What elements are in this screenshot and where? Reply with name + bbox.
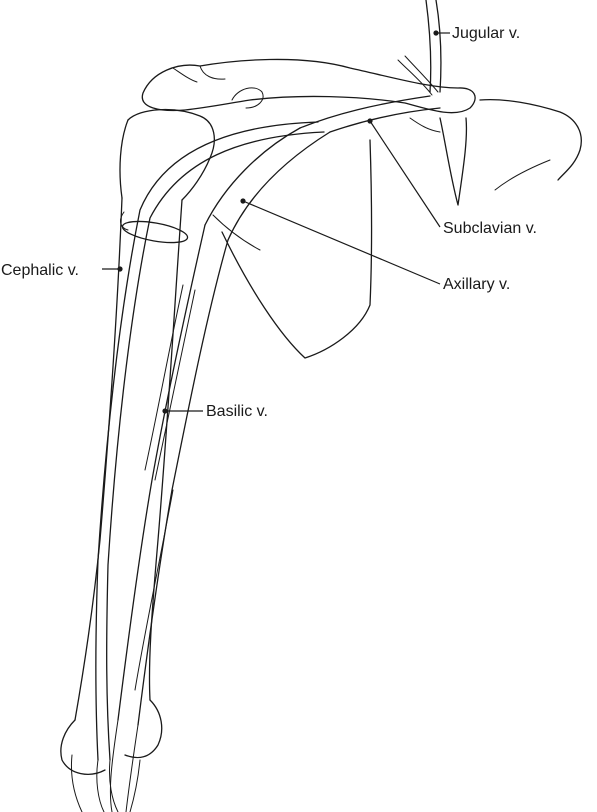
subclavian-dot: [367, 118, 373, 124]
scapula-acromion: [119, 87, 264, 201]
label-jugular: Jugular v.: [452, 25, 520, 42]
axillary-dot: [240, 198, 246, 204]
forearm-veins: [96, 719, 139, 812]
label-leaders: [102, 30, 450, 414]
subclavian-vein: [299, 95, 441, 133]
scapula-body: [212, 139, 373, 359]
forearm-bones: [71, 754, 141, 812]
label-axillary: Axillary v.: [443, 276, 510, 293]
basilic-dot: [162, 408, 168, 414]
label-subclavian: Subclavian v.: [443, 220, 537, 237]
cephalic-vein: [95, 121, 325, 761]
subclavian-leader: [369, 120, 441, 228]
humerus: [60, 197, 183, 775]
jugular-dot: [433, 30, 439, 36]
sternum-ribs: [409, 98, 582, 206]
axillary-leader: [242, 200, 441, 285]
jugular-vein: [397, 0, 442, 96]
axillary-vein: [204, 127, 331, 241]
label-basilic: Basilic v.: [206, 403, 268, 420]
cephalic-dot: [117, 266, 123, 272]
basilic-vein: [117, 224, 229, 726]
clavicle: [141, 58, 476, 114]
label-cephalic: Cephalic v.: [1, 262, 79, 279]
